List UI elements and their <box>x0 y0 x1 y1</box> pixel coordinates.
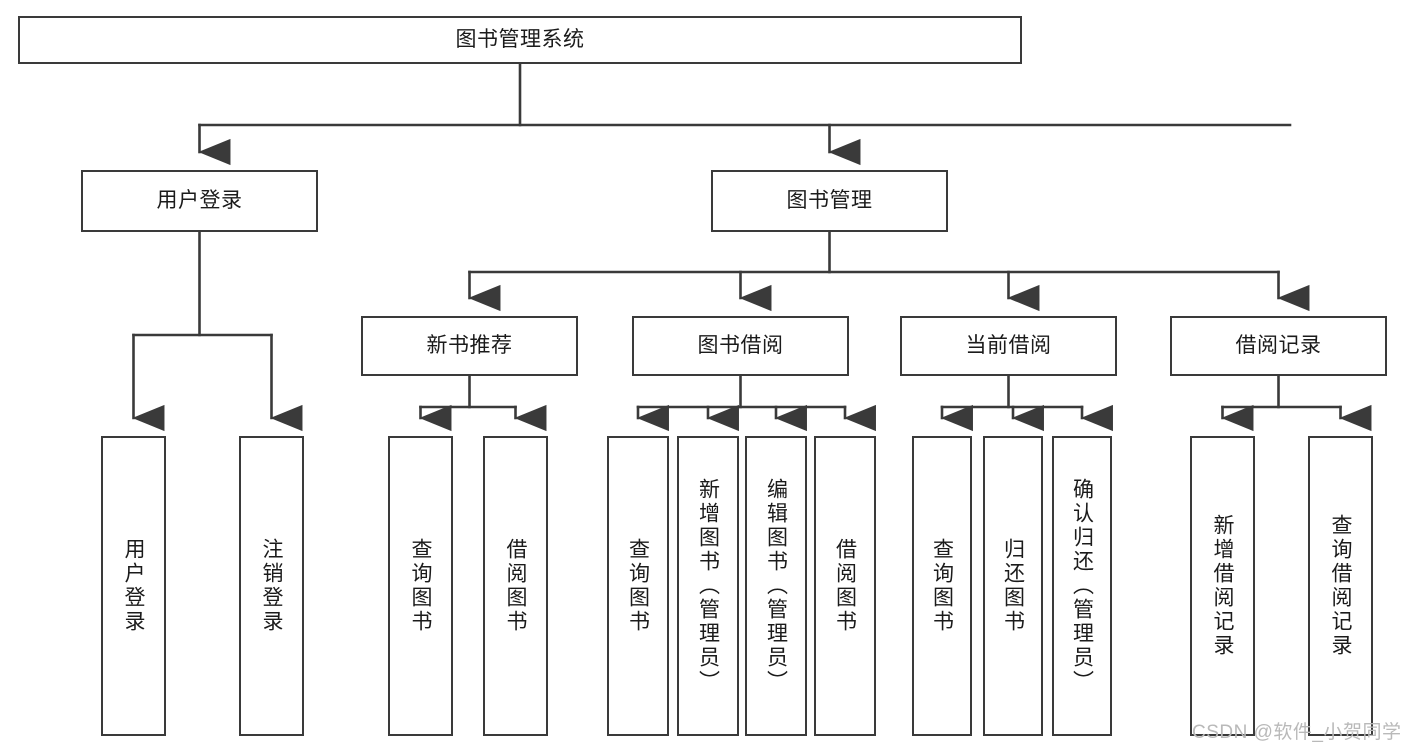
leaf-query-book-current-label: 查询图书 <box>930 538 954 634</box>
leaf-confirm-return-admin[interactable]: 确认归还（管理员） <box>1052 436 1112 736</box>
leaf-return-book-label: 归还图书 <box>1001 538 1025 634</box>
leaf-query-book-current[interactable]: 查询图书 <box>912 436 972 736</box>
connector-group-book-borrow <box>636 374 876 432</box>
connector-group-new-book <box>419 374 547 432</box>
leaf-user-login-label: 用户登录 <box>122 538 145 634</box>
connector-group-current-borrow <box>940 374 1113 432</box>
leaf-query-book-borrow-label: 查询图书 <box>626 538 650 634</box>
leaf-edit-book-admin[interactable]: 编辑图书（管理员） <box>745 436 807 736</box>
node-book-borrow[interactable]: 图书借阅 <box>632 316 849 376</box>
node-current-borrow-label: 当前借阅 <box>965 333 1052 357</box>
node-root[interactable]: 图书管理系统 <box>18 16 1022 64</box>
leaf-add-book-admin[interactable]: 新增图书（管理员） <box>677 436 739 736</box>
leaf-user-logout-label: 注销登录 <box>260 538 283 634</box>
node-user-login[interactable]: 用户登录 <box>81 170 318 232</box>
leaf-user-logout[interactable]: 注销登录 <box>239 436 304 736</box>
connector-group-root <box>198 62 1292 166</box>
node-current-borrow[interactable]: 当前借阅 <box>900 316 1117 376</box>
leaf-query-book-recommend-label: 查询图书 <box>409 538 432 634</box>
node-borrow-record-label: 借阅记录 <box>1235 333 1322 357</box>
connector-group-user-login <box>132 230 303 432</box>
leaf-query-book-recommend[interactable]: 查询图书 <box>388 436 453 736</box>
leaf-user-login[interactable]: 用户登录 <box>101 436 166 736</box>
node-book-borrow-label: 图书借阅 <box>697 333 784 357</box>
connector-group-borrow-record <box>1221 374 1372 432</box>
leaf-add-borrow-record-label: 新增借阅记录 <box>1211 514 1234 658</box>
leaf-edit-book-admin-label: 编辑图书（管理员） <box>764 478 788 694</box>
node-user-login-label: 用户登录 <box>156 188 243 212</box>
node-new-book-recommend[interactable]: 新书推荐 <box>361 316 578 376</box>
leaf-borrow-book-recommend[interactable]: 借阅图书 <box>483 436 548 736</box>
leaf-add-book-admin-label: 新增图书（管理员） <box>696 478 720 694</box>
node-root-label: 图书管理系统 <box>455 27 585 51</box>
node-book-manage-label: 图书管理 <box>786 188 873 212</box>
node-new-book-recommend-label: 新书推荐 <box>426 333 513 357</box>
leaf-add-borrow-record[interactable]: 新增借阅记录 <box>1190 436 1255 736</box>
node-book-manage[interactable]: 图书管理 <box>711 170 948 232</box>
leaf-confirm-return-admin-label: 确认归还（管理员） <box>1070 478 1094 694</box>
connector-group-book-manage <box>468 230 1310 312</box>
leaf-borrow-book[interactable]: 借阅图书 <box>814 436 876 736</box>
leaf-borrow-book-label: 借阅图书 <box>833 538 857 634</box>
node-borrow-record[interactable]: 借阅记录 <box>1170 316 1387 376</box>
leaf-query-book-borrow[interactable]: 查询图书 <box>607 436 669 736</box>
leaf-borrow-book-recommend-label: 借阅图书 <box>504 538 527 634</box>
leaf-query-borrow-record-label: 查询借阅记录 <box>1329 514 1352 658</box>
leaf-query-borrow-record[interactable]: 查询借阅记录 <box>1308 436 1373 736</box>
leaf-return-book[interactable]: 归还图书 <box>983 436 1043 736</box>
